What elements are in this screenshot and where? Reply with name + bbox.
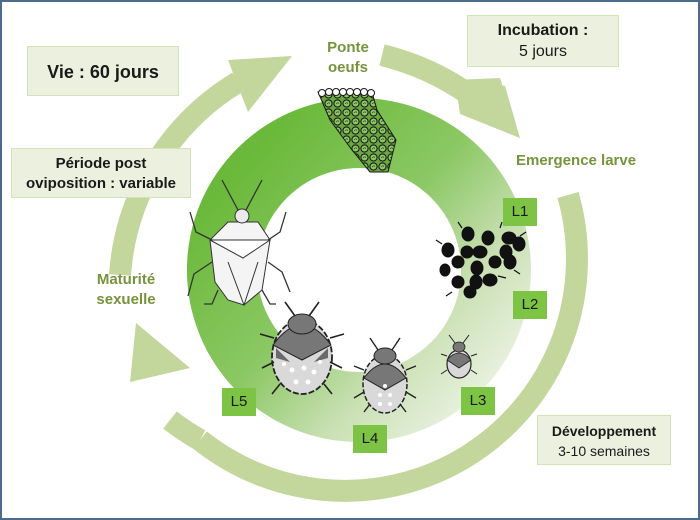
nymph-cluster-icon xyxy=(435,221,527,299)
development-box: Développement 3-10 semaines xyxy=(537,415,671,465)
egg-top-row xyxy=(318,88,375,97)
arrow-development xyxy=(193,191,588,502)
adult-stink-bug-icon xyxy=(187,179,291,307)
arrow-head-maturity xyxy=(130,323,190,382)
stage-badge-l4: L4 xyxy=(353,425,387,453)
incubation-box: Incubation : 5 jours xyxy=(467,15,619,67)
nymph-medium-icon xyxy=(353,337,417,414)
post-oviposition-line1: Période post xyxy=(55,155,147,172)
stage-badge-l1: L1 xyxy=(503,198,537,226)
incubation-value: 5 jours xyxy=(518,43,568,60)
stage-badge-l5: L5 xyxy=(222,388,256,416)
development-value: 3-10 semaines xyxy=(558,443,650,459)
sexual-maturity-line2: sexuelle xyxy=(96,291,156,308)
larva-emergence-label: Emergence larve xyxy=(516,152,637,169)
development-title: Développement xyxy=(551,423,657,439)
nymph-large-icon xyxy=(259,301,345,395)
egg-cluster-icon xyxy=(317,91,397,173)
sexual-maturity-label: Maturité sexuelle xyxy=(86,270,166,310)
post-oviposition-line2: oviposition : variable xyxy=(25,175,177,192)
egg-laying-label: Ponte oeufs xyxy=(312,38,384,78)
egg-laying-line2: oeufs xyxy=(327,59,368,76)
lifespan-box: Vie : 60 jours xyxy=(27,46,179,96)
post-oviposition-box: Période post oviposition : variable xyxy=(11,148,191,198)
arrow-development-tail xyxy=(163,411,206,450)
sexual-maturity-line1: Maturité xyxy=(96,271,156,288)
stage-badge-l2: L2 xyxy=(513,291,547,319)
arrow-head-laying xyxy=(228,56,292,112)
stage-badge-l3: L3 xyxy=(461,387,495,415)
nymph-small-icon xyxy=(440,334,478,379)
egg-laying-line1: Ponte xyxy=(327,39,369,56)
incubation-title: Incubation : xyxy=(497,22,589,39)
arrow-head-emergence-fill xyxy=(455,78,520,138)
lifespan-text: Vie : 60 jours xyxy=(47,62,159,82)
